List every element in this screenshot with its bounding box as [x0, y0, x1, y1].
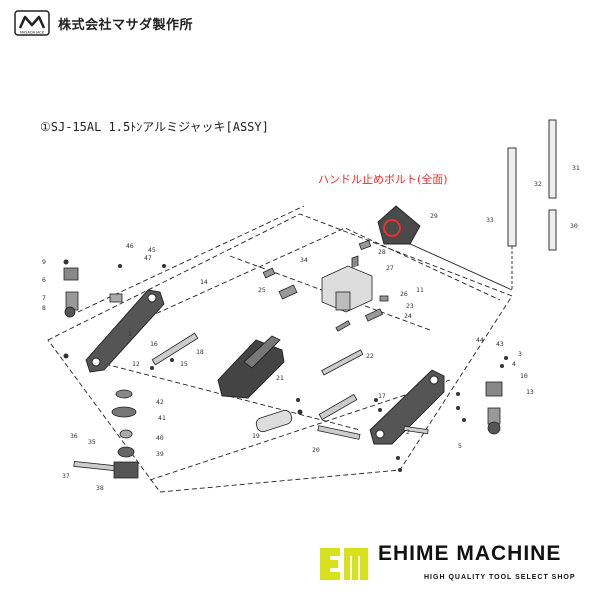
- part-number-8: 8: [42, 304, 46, 312]
- fasteners: [63, 259, 508, 472]
- lift-arm: [217, 335, 285, 399]
- part-number-12: 12: [132, 360, 140, 368]
- diagram-title: ①SJ-15AL 1.5ﾄﾝアルミジャッキ[ASSY]: [40, 120, 269, 134]
- part-number-40: 40: [156, 434, 164, 442]
- part-number-9: 9: [42, 258, 46, 266]
- part-number-33: 33: [486, 216, 494, 224]
- part-number-26: 26: [400, 290, 408, 298]
- part-number-15: 15: [180, 360, 188, 368]
- part-number-16: 16: [150, 340, 158, 348]
- brand-name: EHIME MACHINE: [378, 542, 562, 565]
- assembly-guide-frame: [47, 213, 513, 493]
- part-number-43: 43: [496, 340, 504, 348]
- part-number-35: 35: [88, 438, 96, 446]
- em-logo-letters: EM: [344, 565, 349, 569]
- part-number-39: 39: [156, 450, 164, 458]
- rod-31-lower: [548, 209, 557, 251]
- exploded-parts-diagram: 1234567891011121314151617181920212223242…: [42, 119, 580, 493]
- part-number-32: 32: [534, 180, 542, 188]
- brand-tagline: HIGH QUALITY TOOL SELECT SHOP: [424, 574, 576, 581]
- part-number-29: 29: [430, 212, 438, 220]
- part-number-20: 20: [312, 446, 320, 454]
- part-number-2: 2: [406, 428, 410, 436]
- swivel-base: [111, 389, 139, 479]
- part-number-37: 37: [62, 472, 70, 480]
- part-number-42: 42: [156, 398, 164, 406]
- highlight-circle: [383, 219, 401, 237]
- logo-text: MASADA JACK: [20, 31, 45, 35]
- annotation-label: ハンドル止めボルト(全面): [318, 173, 448, 186]
- part-number-19: 19: [252, 432, 260, 440]
- part-number-labels: 1234567891011121314151617181920212223242…: [42, 164, 580, 492]
- rod-33: [507, 147, 517, 247]
- part-number-27: 27: [386, 264, 394, 272]
- footer-brand: EM EHIME MACHINE HIGH QUALITY TOOL SELEC…: [318, 540, 588, 592]
- part-number-47: 47: [144, 254, 152, 262]
- part-number-5: 5: [458, 442, 462, 450]
- roller: [255, 409, 293, 433]
- shafts: [73, 332, 429, 473]
- part-number-13: 13: [526, 388, 534, 396]
- right-caster: [485, 381, 503, 435]
- part-number-44: 44: [476, 336, 484, 344]
- part-number-17: 17: [378, 392, 386, 400]
- company-name: 株式会社マサダ製作所: [58, 17, 194, 33]
- handle-socket: [377, 205, 421, 245]
- part-number-23: 23: [406, 302, 414, 310]
- part-number-4: 4: [512, 360, 516, 368]
- part-number-7: 7: [42, 294, 46, 302]
- pump-small-parts: [262, 239, 389, 332]
- left-side-plate: [85, 289, 165, 373]
- part-number-1: 1: [128, 330, 132, 338]
- part-number-36: 36: [70, 432, 78, 440]
- part-number-6: 6: [42, 276, 46, 284]
- pump-body: [321, 255, 373, 313]
- handle-rods: [385, 119, 557, 291]
- part-number-21: 21: [276, 374, 284, 382]
- part-number-18: 18: [196, 348, 204, 356]
- part-number-24: 24: [404, 312, 412, 320]
- part-number-45: 45: [148, 246, 156, 254]
- part-number-38: 38: [96, 484, 104, 492]
- part-number-28: 28: [378, 248, 386, 256]
- part-number-30: 30: [570, 222, 578, 230]
- part-number-41: 41: [158, 414, 166, 422]
- em-logo-icon: EM: [320, 548, 368, 580]
- part-number-46: 46: [126, 242, 134, 250]
- header: MASADA JACK 株式会社マサダ製作所: [14, 8, 193, 38]
- part-number-22: 22: [366, 352, 374, 360]
- left-caster: [63, 267, 123, 318]
- part-number-3: 3: [518, 350, 522, 358]
- part-number-31: 31: [572, 164, 580, 172]
- masada-logo-icon: MASADA JACK: [14, 10, 50, 36]
- part-number-14: 14: [200, 278, 208, 286]
- right-side-plate: [369, 369, 445, 445]
- part-number-10: 10: [520, 372, 528, 380]
- rod-31-upper: [548, 119, 557, 199]
- part-number-34: 34: [300, 256, 308, 264]
- part-number-11: 11: [416, 286, 424, 294]
- part-number-25: 25: [258, 286, 266, 294]
